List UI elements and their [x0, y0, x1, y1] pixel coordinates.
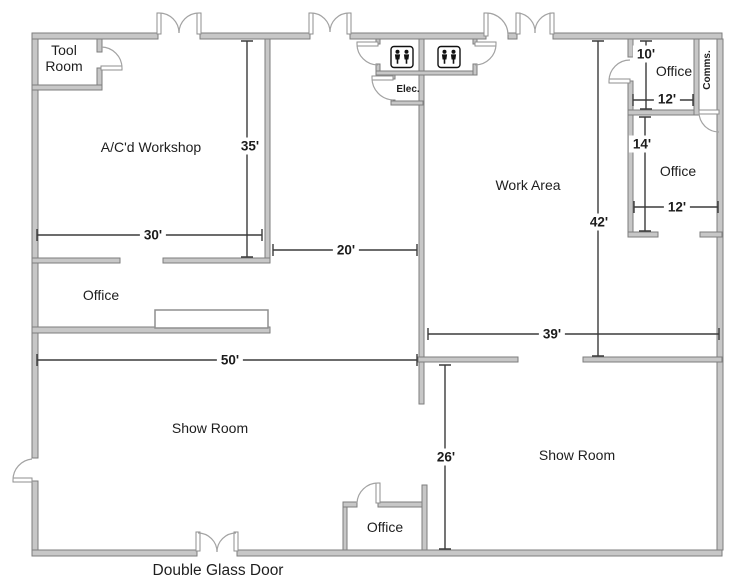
- room-label-workshop: A/C'd Workshop: [100, 139, 202, 155]
- double-door-top-left: [156, 12, 202, 35]
- tool-room-door: [100, 46, 123, 71]
- room-label-elec: Elec.: [396, 84, 420, 95]
- restroom-right-door: [474, 41, 497, 66]
- left-wall-door: [12, 458, 33, 483]
- restroom-left-door: [356, 41, 379, 66]
- annotation-double-glass-door: Double Glass Door: [152, 562, 284, 579]
- office-counter: [154, 309, 269, 329]
- dimension-39ft: 39': [538, 325, 566, 343]
- single-door-top: [483, 12, 509, 37]
- room-label-show-room-left: Show Room: [171, 420, 249, 436]
- restroom-icon: [437, 45, 461, 69]
- double-glass-door: [195, 531, 239, 553]
- dimension-42ft: 42': [585, 213, 613, 231]
- room-label-comms: Comms.: [702, 50, 713, 90]
- dimension-26ft: 26': [432, 448, 460, 466]
- comms-door: [698, 109, 720, 133]
- room-label-office-14: Office: [659, 163, 697, 179]
- dimension-14ft: 14': [628, 135, 656, 153]
- room-label-show-room-right: Show Room: [538, 447, 616, 463]
- bottom-office-door: [356, 482, 381, 504]
- restroom-icon: [390, 45, 414, 69]
- dimension-20ft: 20': [332, 241, 360, 259]
- double-door-top-right: [515, 12, 555, 35]
- room-label-office-bottom: Office: [366, 519, 404, 535]
- dimension-50ft: 50': [216, 351, 244, 369]
- dimension-12ft-bottom: 12': [663, 198, 691, 216]
- dimension-35ft: 35': [236, 137, 264, 155]
- walls: [31, 32, 724, 557]
- dimension-lines: [36, 40, 720, 550]
- dimension-10ft: 10': [632, 45, 660, 63]
- room-label-office-10: Office: [655, 63, 693, 79]
- room-label-office-left: Office: [82, 287, 120, 303]
- office-10-door: [608, 59, 631, 84]
- dimension-30ft: 30': [139, 226, 167, 244]
- double-door-top-middle: [308, 12, 352, 35]
- doors: [12, 12, 720, 553]
- dimension-12ft-top: 12': [653, 90, 681, 108]
- elec-room-door: [371, 75, 394, 101]
- room-label-work-area: Work Area: [495, 177, 561, 193]
